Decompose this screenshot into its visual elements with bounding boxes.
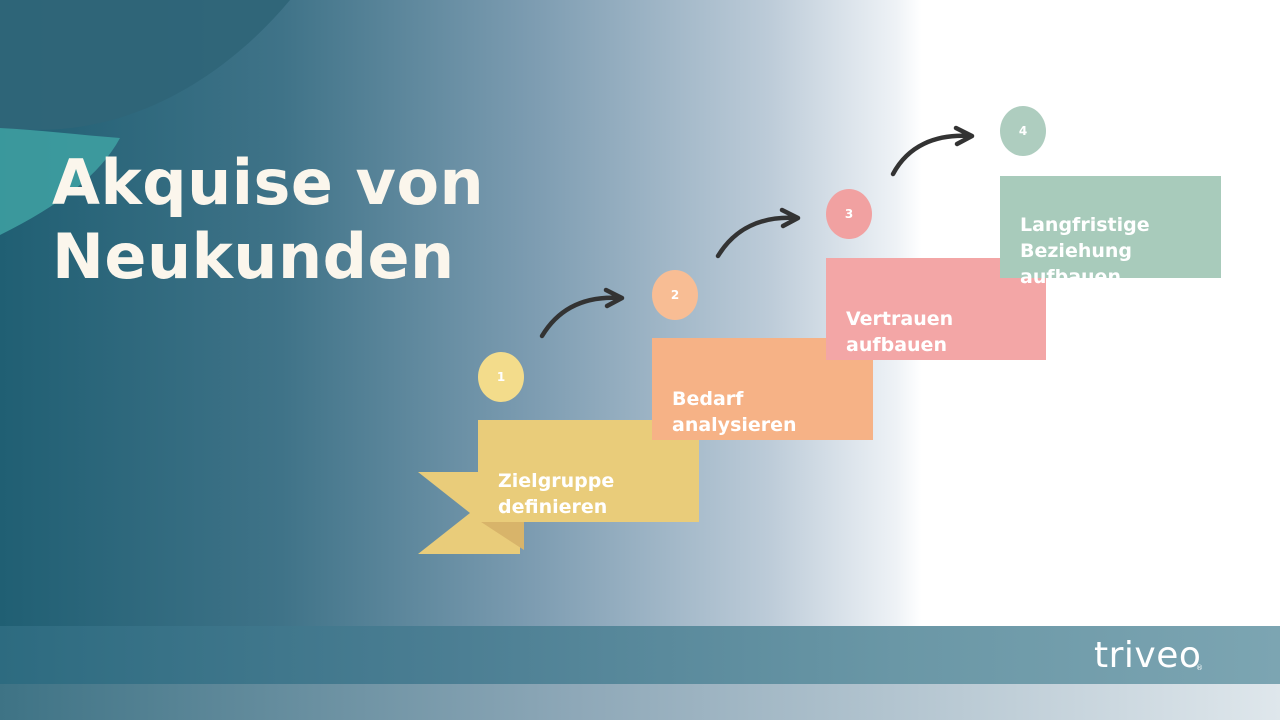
step-1-label: Zielgruppe definieren [498, 470, 615, 518]
step-4-badge: 4 [1000, 106, 1046, 156]
step-4-box: Langfristige Beziehung aufbauen [1000, 176, 1221, 288]
footer-strip [0, 684, 1280, 720]
arrow-3-to-4 [890, 125, 975, 177]
step-1-number: 1 [496, 370, 506, 384]
footer-bar [0, 626, 1280, 684]
step-1-badge: 1 [478, 352, 524, 402]
step-2-number: 2 [670, 288, 680, 302]
step-2-badge: 2 [652, 270, 698, 320]
arrow-2-to-3 [715, 207, 801, 259]
step-2-label: Bedarf analysieren [672, 388, 797, 436]
arrow-1-to-2 [539, 287, 625, 339]
step-4-label: Langfristige Beziehung aufbauen [1020, 214, 1150, 288]
step-4-number: 4 [1018, 124, 1028, 138]
step-3-number: 3 [844, 207, 854, 221]
step-3-badge: 3 [826, 189, 872, 239]
registered-mark: ® [1196, 664, 1203, 672]
page-title: Akquise von Neukunden [52, 146, 485, 293]
step-1-fold [478, 520, 524, 550]
step-3-label: Vertrauen aufbauen [846, 308, 954, 356]
triveo-logo: triveo [1094, 635, 1202, 676]
